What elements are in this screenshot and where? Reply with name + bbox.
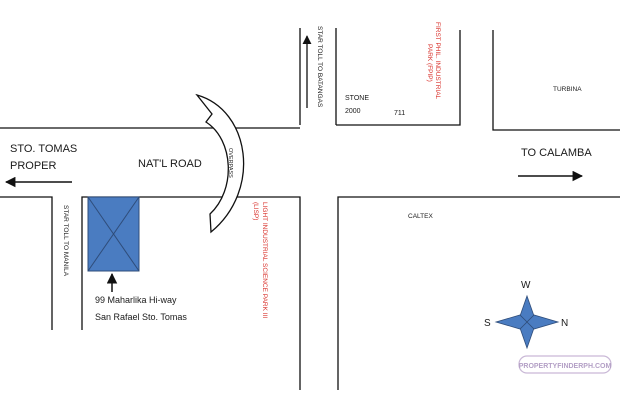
natl-road-top-edge-east (336, 30, 620, 131)
caltex-label: CALTEX (408, 213, 433, 220)
compass-north-label: N (561, 318, 568, 329)
watermark: PROPERTYFINDERPH.COM (518, 355, 612, 374)
address-line2: San Rafael Sto. Tomas (95, 312, 187, 322)
fpip-label-line2: PARK (FPIP) (426, 44, 433, 82)
compass-south-label: S (484, 318, 491, 329)
to-calamba-label: TO CALAMBA (521, 147, 592, 159)
lisp-label-line2: (LISP) (252, 202, 259, 220)
watermark-text: PROPERTYFINDERPH.COM (519, 363, 612, 370)
lisp-label-line1: LIGHT INDUSTRIAL SCIENCE PARK III (261, 202, 268, 318)
road-edges (0, 28, 620, 390)
property-building (87, 196, 140, 272)
star-toll-batangas-label: STAR TOLL TO BATANGAS (316, 26, 323, 108)
star-toll-manila-label: STAR TOLL TO MANILA (62, 205, 69, 277)
compass-rose-icon (494, 294, 560, 350)
turbina-label: TURBINA (553, 86, 582, 93)
curved-overpass-icon (195, 93, 245, 234)
sto-tomas-label-line2: PROPER (10, 160, 57, 172)
stone-label-line2: 2000 (345, 108, 361, 115)
compass-west-label: W (521, 280, 531, 291)
natl-road-bottom-edge-west (0, 196, 301, 390)
address-line1: 99 Maharlika Hi-way (95, 295, 177, 305)
sto-tomas-label-line1: STO. TOMAS (10, 143, 77, 155)
overpass-label: OVERPASS (227, 148, 233, 178)
stone-label-line1: STONE (345, 95, 369, 102)
natl-road-label: NAT'L ROAD (138, 158, 202, 170)
fpip-label-line1: FIRST PHIL. INDUSTRIAL (434, 22, 441, 100)
store-711-label: 711 (394, 110, 405, 117)
natl-road-top-edge-mid (299, 28, 337, 125)
natl-road-bottom-edge-east (337, 196, 620, 390)
